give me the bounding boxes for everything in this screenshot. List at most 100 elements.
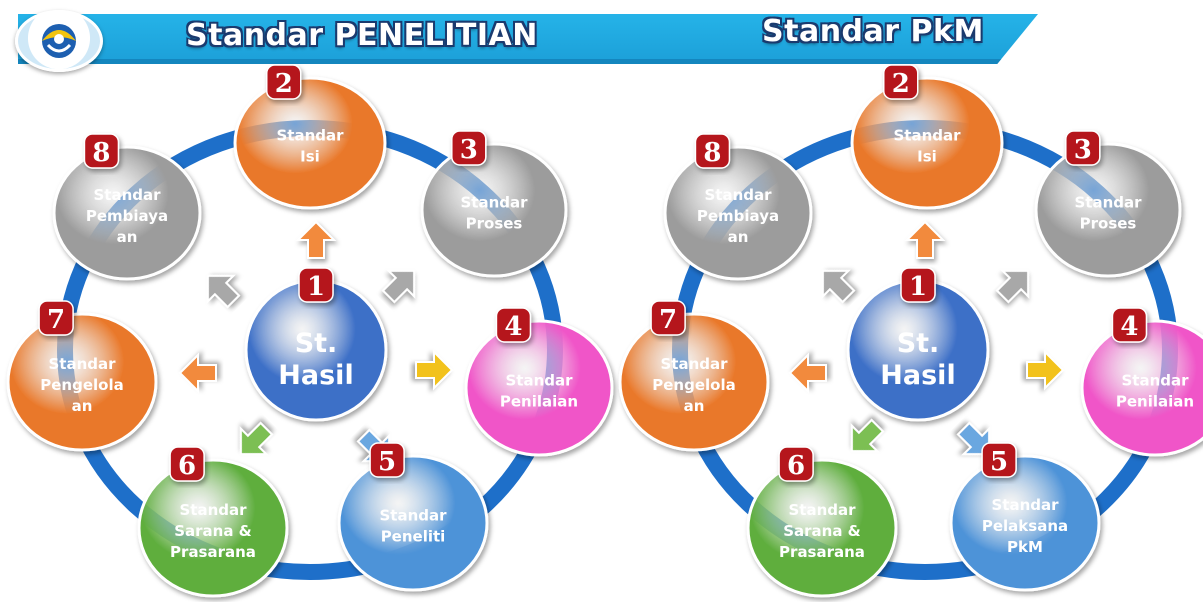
standard-node-label: Standar <box>1074 194 1142 212</box>
standard-node-circle <box>233 76 387 210</box>
title-banner <box>18 14 1038 64</box>
standard-node-label: Penilaian <box>1116 393 1194 411</box>
diagram-pkm: StandarIsi2StandarProses3StandarPenilaia… <box>618 64 1203 598</box>
number-badge: 3 <box>451 130 487 166</box>
standard-node-label: Standar <box>788 501 856 519</box>
standard-node-label: Sarana & <box>174 522 252 540</box>
standard-node-label: Standar <box>93 186 161 204</box>
cycle-arrow-icon <box>850 418 885 453</box>
number-badge-label: 3 <box>1074 135 1092 165</box>
number-badge: 4 <box>1111 307 1148 343</box>
number-badge-label: 5 <box>378 447 396 477</box>
number-badge-label: 4 <box>1120 312 1138 342</box>
standard-node-circle <box>137 458 289 598</box>
number-badge: 1 <box>298 267 334 303</box>
title-standar-pkm: Standar PkM <box>762 14 984 49</box>
number-badge: 8 <box>694 133 731 169</box>
number-badge: 5 <box>369 442 405 478</box>
standard-node-label: Standar <box>379 507 447 525</box>
number-badge-label: 1 <box>307 272 325 302</box>
number-badge-label: 5 <box>990 447 1008 477</box>
number-badge: 1 <box>900 267 936 303</box>
cycle-arrow-icon <box>295 220 337 259</box>
number-badge-label: 7 <box>659 305 677 335</box>
standard-node-label: Standar <box>1121 372 1189 390</box>
number-badge: 2 <box>266 64 302 100</box>
tut-wuri-handayani-logo-icon <box>15 10 103 72</box>
cycle-arrow-icon <box>206 274 241 309</box>
standard-node-circle <box>663 145 813 281</box>
standard-node-label: an <box>72 397 93 415</box>
standard-node-label: an <box>117 228 138 246</box>
number-badge-label: 8 <box>92 138 110 168</box>
standard-node-label: Isi <box>300 148 320 166</box>
number-badge: 3 <box>1065 130 1101 166</box>
standard-node-label: Proses <box>1080 215 1137 233</box>
cycle-arrow-icon <box>178 352 217 394</box>
standard-node-circle <box>1080 319 1203 457</box>
number-badge-label: 8 <box>703 138 721 168</box>
cycle-arrow-icon <box>956 421 991 456</box>
cycle-arrow-icon <box>1026 349 1065 391</box>
center-node-label: St. <box>295 328 338 359</box>
standard-node-label: Peneliti <box>381 528 446 546</box>
standard-node-circle <box>52 145 202 281</box>
cycle-arrow-icon <box>788 352 827 394</box>
cycle-arrow-icon <box>415 349 454 391</box>
number-badge-label: 4 <box>504 312 522 342</box>
standard-node-label: Standar <box>505 372 573 390</box>
number-badge: 6 <box>169 446 205 482</box>
standard-node-label: Standar <box>893 127 961 145</box>
standard-node-circle <box>464 319 614 457</box>
number-badge: 7 <box>38 300 74 336</box>
number-badge-label: 6 <box>178 451 196 481</box>
standard-node-circle <box>850 76 1004 210</box>
standard-node-label: Standar <box>48 355 116 373</box>
number-badge-label: 7 <box>47 305 65 335</box>
number-badge: 5 <box>981 442 1017 478</box>
standard-node-label: Standar <box>704 186 772 204</box>
number-badge-label: 6 <box>787 451 805 481</box>
cycle-arrow-icon <box>239 421 274 456</box>
standard-node-label: Isi <box>917 148 937 166</box>
number-badge: 7 <box>650 300 686 336</box>
center-node-label: St. <box>897 328 940 359</box>
number-badge: 8 <box>83 133 120 169</box>
standard-node-circle <box>6 312 158 452</box>
standard-node-label: Standar <box>991 496 1059 514</box>
standard-node-label: Standar <box>660 355 728 373</box>
standard-node-label: PkM <box>1007 538 1043 556</box>
standard-node-label: Pengelola <box>40 376 123 394</box>
number-badge: 6 <box>778 446 814 482</box>
standard-node-label: Sarana & <box>783 522 861 540</box>
number-badge-label: 1 <box>909 272 927 302</box>
standard-node-label: Pengelola <box>652 376 735 394</box>
center-node-label: Hasil <box>278 360 353 391</box>
standard-node-circle <box>618 312 770 452</box>
center-node-hasil: St.Hasil 1 <box>244 267 388 422</box>
number-badge-label: 2 <box>892 69 910 99</box>
standard-node-circle <box>1034 142 1182 278</box>
standard-node-label: an <box>684 397 705 415</box>
standard-node-label: Standar <box>276 127 344 145</box>
standard-node-circle <box>949 454 1101 592</box>
standard-node-label: Prasarana <box>170 543 256 561</box>
standard-node-label: Pembiaya <box>86 207 168 225</box>
